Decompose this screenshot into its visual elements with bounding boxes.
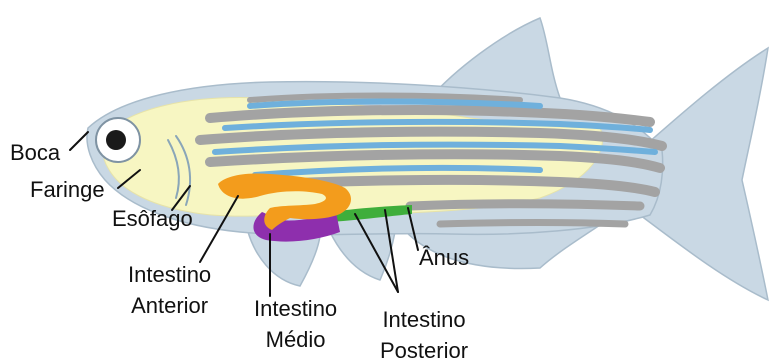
pelvic-fin <box>330 232 395 280</box>
label-intestino-anterior-line1: Intestino <box>128 259 211 290</box>
label-boca: Boca <box>10 141 60 165</box>
label-faringe: Faringe <box>30 178 105 202</box>
label-anus: Ânus <box>419 246 469 270</box>
label-intestino-posterior: Intestino Posterior <box>380 304 468 363</box>
label-intestino-posterior-line1: Intestino <box>380 304 468 335</box>
label-intestino-anterior-line2: Anterior <box>128 290 211 321</box>
label-intestino-medio-line2: Médio <box>254 324 337 355</box>
pupil <box>106 130 126 150</box>
label-intestino-posterior-line2: Posterior <box>380 335 468 363</box>
label-intestino-medio: Intestino Médio <box>254 293 337 355</box>
label-intestino-medio-line1: Intestino <box>254 293 337 324</box>
label-esofago: Esôfago <box>112 207 193 231</box>
leader-boca <box>70 132 88 150</box>
label-intestino-anterior: Intestino Anterior <box>128 259 211 321</box>
